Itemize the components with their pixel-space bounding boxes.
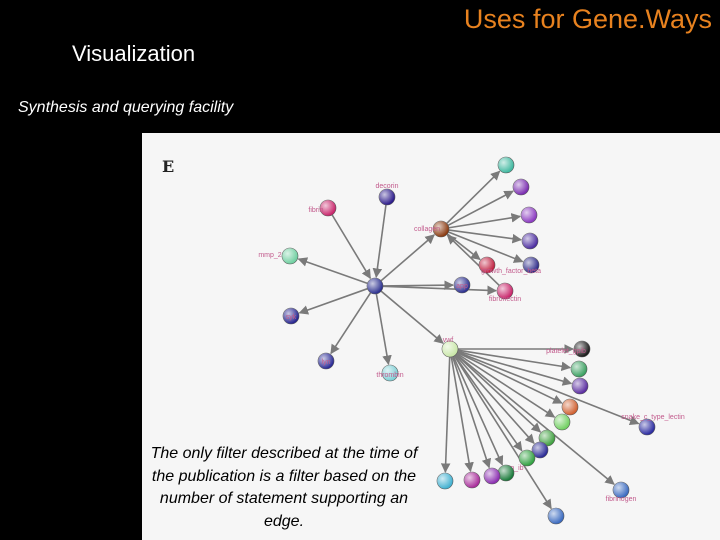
edge-collagen-c1 <box>446 170 501 224</box>
node-v5 <box>538 429 556 447</box>
edge-hub1-thrombin <box>375 293 392 366</box>
node-decorin: decorin <box>376 183 399 206</box>
node-label-syk: syk <box>286 314 297 321</box>
edge-vwf-v8 <box>451 356 492 469</box>
node-thrombin: thrombin <box>376 364 404 382</box>
node-v1 <box>570 360 588 378</box>
edge-hub1-fibronectin <box>382 285 497 296</box>
node-syk: syk <box>282 307 300 325</box>
filter-note: The only filter described at the time of… <box>150 445 418 530</box>
node-collagen: collagen <box>414 220 450 238</box>
edge-vwf-v9 <box>450 356 474 473</box>
panel-label: E <box>162 157 175 176</box>
node-label-collagen: collagen <box>414 226 440 233</box>
node-label-lyn: lyn <box>322 359 331 366</box>
node-label-fibrin: fibrin <box>308 207 323 214</box>
edge-vwf-fibrinogen <box>455 353 615 485</box>
node-v8 <box>483 467 501 485</box>
edge-vwf-v7 <box>452 355 504 466</box>
figure-caption: Synthesis and querying facility <box>18 99 234 116</box>
edge-vwf-v1 <box>457 349 572 372</box>
node-label-platelet: platelet_gpib <box>546 348 586 355</box>
edge-collagen-c5 <box>448 231 524 263</box>
node-integrin <box>547 507 565 525</box>
node-fibrin: fibrin <box>308 199 337 217</box>
edge-fibronectin-collagen <box>446 234 500 287</box>
slide-title: Uses for Gene.Ways <box>463 4 712 34</box>
edge-hub1-app <box>382 280 454 291</box>
edge-vwf-integrin <box>453 355 552 510</box>
node-label-thrombin: thrombin <box>376 372 403 379</box>
node-v9 <box>463 471 481 489</box>
node-v10 <box>436 472 454 490</box>
node-v3 <box>561 398 579 416</box>
edge-vwf-v4 <box>456 352 556 418</box>
node-c2 <box>512 178 530 196</box>
node-label-snake: snake_c_type_lectin <box>621 414 685 421</box>
edge-collagen-c3 <box>448 213 522 229</box>
edge-layer <box>297 170 640 510</box>
edge-hub1-vwf <box>380 290 444 344</box>
edge-vwf-snake <box>457 351 640 425</box>
node-fibrinogen: fibrinogen <box>606 481 637 503</box>
node-v6 <box>531 441 549 459</box>
node-v7 <box>497 464 515 482</box>
node-fibronectin: fibronectin <box>489 282 521 303</box>
edge-decorin-hub1 <box>372 204 387 279</box>
edge-collagen-c4 <box>448 229 523 244</box>
node-gpib: gp_ib <box>506 449 536 472</box>
node-v2 <box>571 377 589 395</box>
node-v4 <box>553 413 571 431</box>
edge-collagen-c2 <box>447 190 514 226</box>
node-label-vwf: vwf <box>443 337 454 344</box>
node-vwf: vwf <box>441 337 459 358</box>
edge-vwf-v2 <box>457 350 573 386</box>
node-lyn: lyn <box>317 352 335 370</box>
node-label-mmp2: mmp_2 <box>258 252 281 259</box>
node-mmp2: mmp_2 <box>258 247 299 265</box>
node-label-app: app <box>456 283 468 290</box>
node-app: app <box>453 276 471 294</box>
edge-vwf-v5 <box>455 353 542 433</box>
node-label-decorin: decorin <box>376 183 399 190</box>
edge-hub1-lyn <box>330 292 372 355</box>
node-c3 <box>520 206 538 224</box>
edge-hub1-mmp2 <box>297 257 368 285</box>
node-c5 <box>522 256 540 274</box>
node-growth: growth_factor_beta <box>478 256 541 275</box>
edge-fibrin-hub1 <box>331 214 372 280</box>
edge-vwf-v6 <box>454 354 535 444</box>
node-platelet: platelet_gpib <box>546 340 591 358</box>
edge-hub1-collagen <box>380 234 435 282</box>
edge-vwf-v3 <box>456 351 563 404</box>
edge-vwf-v10 <box>440 356 451 473</box>
slide-subtitle: Visualization <box>72 41 196 66</box>
node-label-fibronectin: fibronectin <box>489 296 521 303</box>
edge-hub1-syk <box>298 287 368 315</box>
node-hub1 <box>366 277 384 295</box>
edge-vwf-gpib <box>453 355 523 452</box>
node-label-gpib: gp_ib <box>506 465 523 472</box>
node-c1 <box>497 156 515 174</box>
node-snake: snake_c_type_lectin <box>621 414 685 436</box>
node-c4 <box>521 232 539 250</box>
node-label-fibrinogen: fibrinogen <box>606 496 637 503</box>
node-label-growth: growth_factor_beta <box>481 268 541 275</box>
